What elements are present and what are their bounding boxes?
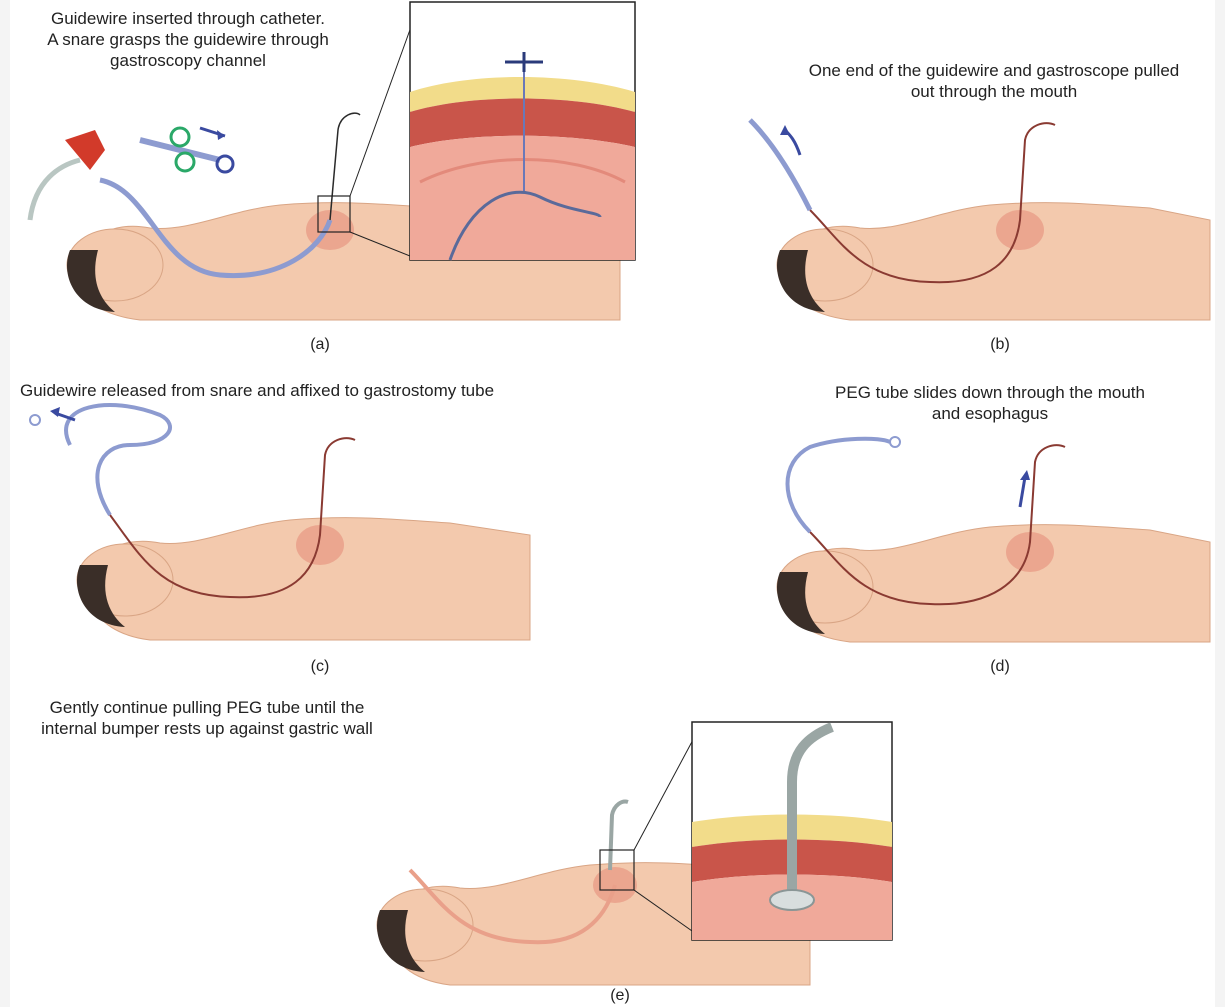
- panel-e-caption: Gently continue pulling PEG tube until t…: [12, 697, 402, 739]
- panel-c-label: (c): [300, 658, 340, 676]
- internal-bumper-e: [770, 890, 814, 910]
- panel-a-label: (a): [300, 336, 340, 354]
- panel-b-label: (b): [980, 336, 1020, 354]
- grey-tube-a: [30, 160, 80, 220]
- direction-arrow-d: [1020, 477, 1025, 507]
- panel-d-caption: PEG tube slides down through the mouth a…: [800, 382, 1180, 424]
- panel-d-illustration: [730, 432, 1210, 652]
- panel-a-caption: Guidewire inserted through catheter. A s…: [18, 8, 358, 71]
- diagram-page: Guidewire inserted through catheter. A s…: [10, 0, 1215, 1007]
- panel-c-caption: Guidewire released from snare and affixe…: [20, 380, 580, 401]
- inset-e-cross-section: [692, 722, 892, 940]
- tube-end-c: [30, 415, 40, 425]
- panel-c-illustration: [30, 405, 550, 645]
- panel-b-caption: One end of the guidewire and gastroscope…: [780, 60, 1208, 102]
- panel-b-illustration: [730, 110, 1210, 330]
- panel-d-label: (d): [980, 658, 1020, 676]
- panel-e-label: (e): [600, 987, 640, 1005]
- inset-a-cross-section: [410, 2, 635, 260]
